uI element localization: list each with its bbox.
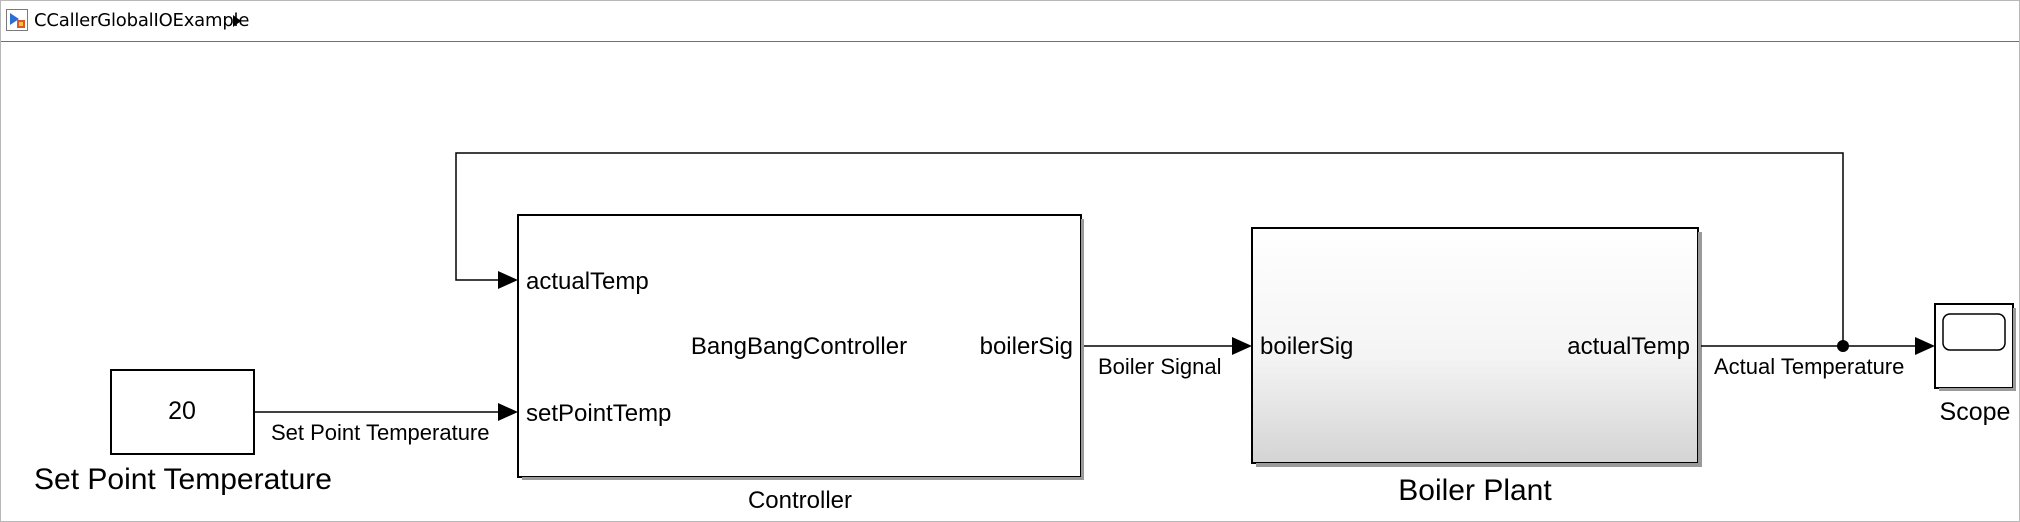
controller-port-setpointtemp: setPointTemp (526, 400, 671, 427)
controller-port-boilersig: boilerSig (980, 333, 1073, 360)
signal-line-set-point[interactable] (255, 403, 518, 421)
controller-port-actualtemp: actualTemp (526, 268, 649, 295)
signal-label-actual-temperature: Actual Temperature (1714, 354, 1904, 379)
controller-block-name: Controller (748, 487, 852, 514)
breadcrumb: CCallerGlobalIOExample (1, 1, 2019, 42)
constant-value: 20 (168, 397, 196, 425)
boiler-port-actualtemp: actualTemp (1567, 333, 1690, 360)
controller-function-name: BangBangController (691, 333, 907, 360)
branch-point (1837, 340, 1849, 352)
signal-line-actual-temperature[interactable] (1701, 337, 1935, 355)
simulink-model-icon[interactable] (6, 9, 28, 31)
boiler-plant-block-name: Boiler Plant (1398, 474, 1552, 507)
scope-block[interactable] (1934, 303, 2016, 391)
breadcrumb-model-name[interactable]: CCallerGlobalIOExample (34, 10, 250, 31)
scope-screen-icon (1942, 313, 2006, 351)
diagram-canvas: 20 Set Point Temperature Set Point Tempe… (34, 152, 2016, 514)
signal-label-set-point: Set Point Temperature (271, 420, 490, 445)
constant-block-name: Set Point Temperature (34, 463, 332, 496)
boiler-plant-block[interactable]: boilerSig actualTemp (1251, 227, 1702, 467)
scope-block-name: Scope (1940, 398, 2011, 426)
boiler-port-boilersig: boilerSig (1260, 333, 1353, 360)
constant-block[interactable]: 20 (110, 369, 255, 455)
chevron-right-icon[interactable] (230, 13, 244, 29)
signal-line-feedback[interactable] (455, 152, 1844, 346)
signal-label-boiler-signal: Boiler Signal (1098, 354, 1222, 379)
controller-block[interactable]: actualTemp setPointTemp BangBangControll… (517, 214, 1084, 480)
signal-line-boiler-signal[interactable] (1084, 337, 1252, 355)
